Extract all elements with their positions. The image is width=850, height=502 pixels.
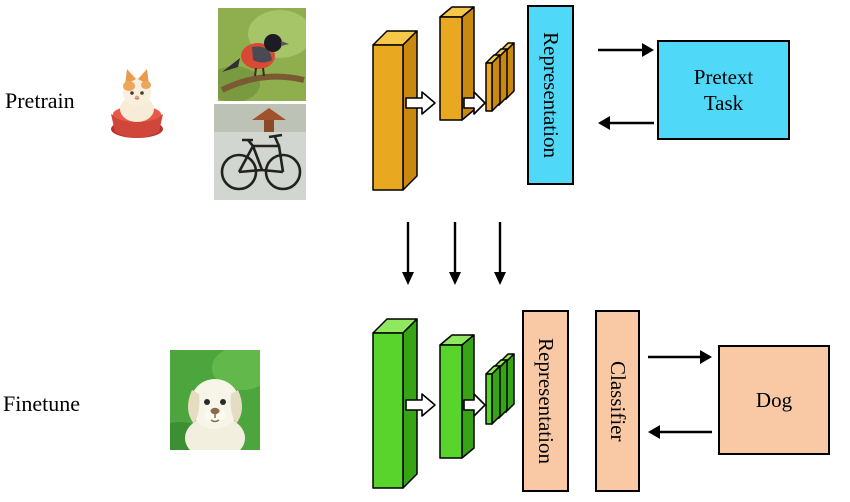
pretrain-row-label: Pretrain — [5, 88, 75, 113]
pretrain-encoder-layers — [372, 6, 515, 191]
finetune-feature-stack — [485, 353, 515, 425]
output-label-box: Dog — [718, 345, 830, 455]
classifier-label: Classifier — [606, 360, 630, 442]
dog-photo — [170, 350, 260, 450]
finetune-representation-label: Representation — [534, 338, 558, 464]
flow-arrow-icon — [405, 91, 436, 115]
arrow-pretext-to-representation — [598, 116, 654, 130]
weight-transfer-arrow-1 — [402, 222, 414, 285]
classifier-box: Classifier — [595, 310, 640, 492]
bicycle-photo — [214, 104, 306, 200]
arrow-classifier-to-output — [648, 350, 712, 364]
pretrain-representation-label: Representation — [539, 32, 563, 158]
flow-arrow-icon — [463, 91, 486, 115]
finetune-encoder-layers — [372, 318, 515, 489]
finetune-conv-layer-2 — [439, 334, 475, 459]
pretrain-feature-stack — [485, 42, 515, 112]
arrow-output-to-classifier — [648, 425, 712, 439]
flow-arrow-icon — [463, 393, 486, 417]
pretrain-conv-layer-1 — [372, 30, 418, 191]
finetune-representation-box: Representation — [522, 310, 569, 492]
flow-arrow-icon — [405, 393, 436, 417]
pretrain-representation-box: Representation — [527, 5, 574, 185]
output-label: Dog — [755, 387, 793, 412]
cat-photo — [97, 52, 177, 145]
pretext-task-label: Pretext Task — [693, 64, 754, 115]
arrow-representation-to-pretext — [598, 43, 654, 57]
pretext-task-box: Pretext Task — [657, 40, 790, 140]
bird-photo — [218, 8, 306, 101]
weight-transfer-arrow-2 — [449, 222, 461, 285]
finetune-row-label: Finetune — [3, 391, 80, 416]
weight-transfer-arrow-3 — [494, 222, 506, 285]
